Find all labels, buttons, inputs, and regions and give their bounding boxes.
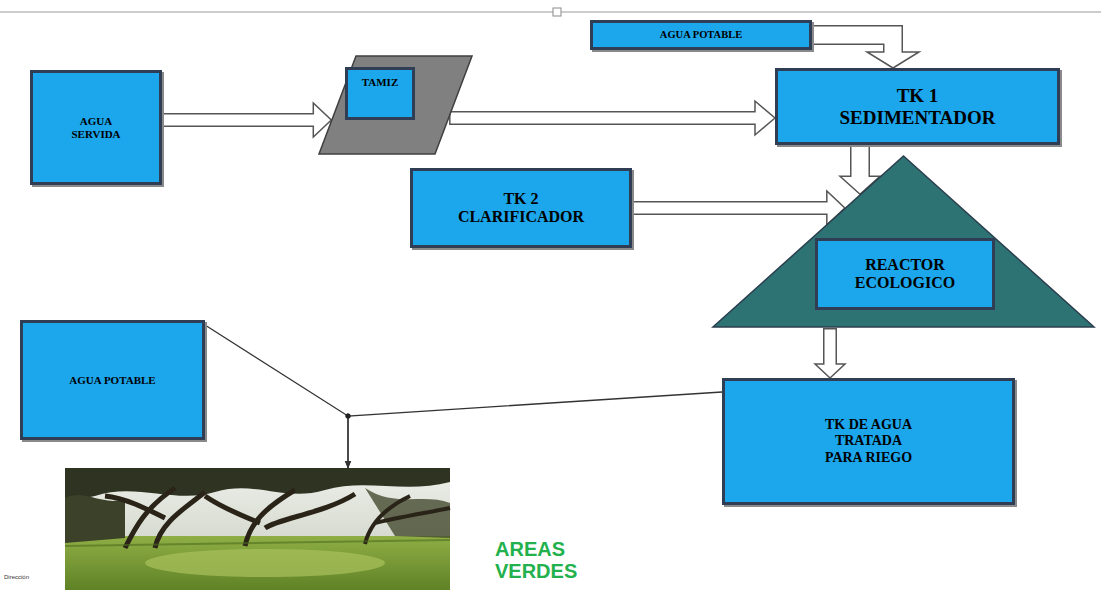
green-area-photo: AREAS VERDES xyxy=(65,468,450,590)
photo-sunlit-grass xyxy=(145,549,385,577)
junction-dot xyxy=(346,414,351,419)
photo-bush xyxy=(65,495,125,543)
park-photo xyxy=(65,468,450,590)
pipe-connector xyxy=(346,392,723,468)
photo-credit: Dirección xyxy=(4,574,29,580)
area-caption: AREAS VERDES xyxy=(495,538,590,582)
photo-grass xyxy=(65,536,450,590)
node-label: TK DE AGUA TRATADA PARA RIEGO xyxy=(817,417,921,465)
screen-shape xyxy=(319,56,472,154)
photo-trunk xyxy=(205,490,355,546)
supply-box: AGUA POTABLE xyxy=(590,20,812,50)
node-label: TAMIZ xyxy=(345,67,415,120)
flow-arrow xyxy=(449,101,775,135)
flow-arrow xyxy=(815,328,845,378)
arrow-shaft xyxy=(825,330,836,367)
photo-horizon xyxy=(65,540,450,546)
arrow-head xyxy=(867,52,919,68)
arrow-shaft xyxy=(451,113,757,124)
supply-box: AGUA POTABLE xyxy=(20,320,205,440)
pipe-line xyxy=(205,325,348,468)
pipe-line xyxy=(348,392,722,468)
flow-arrow xyxy=(632,191,845,225)
screen-parallelogram: TAMIZ xyxy=(318,55,473,155)
page-rule xyxy=(0,12,1101,13)
reactor-shape xyxy=(713,156,1094,327)
photo-canopy xyxy=(65,468,450,502)
node-label: REACTOR ECOLOGICO xyxy=(815,238,995,310)
tank-box: TK 2 CLARIFICADOR xyxy=(410,168,632,248)
tank-box: TK 1 SEDIMENTADOR xyxy=(775,68,1060,145)
photo-trunk xyxy=(365,496,450,544)
photo-trunk xyxy=(105,488,205,548)
arrow-shaft xyxy=(814,35,894,54)
input-box: AGUA SERVIDA xyxy=(30,70,162,185)
flow-arrow xyxy=(162,103,331,137)
photo-sky xyxy=(65,468,450,590)
arrow-shaft xyxy=(634,203,829,214)
arrow-shaft xyxy=(852,147,869,179)
tank-box: TK DE AGUA TRATADA PARA RIEGO xyxy=(722,378,1015,505)
node-label: AGUA POTABLE xyxy=(660,29,742,41)
reactor-triangle: REACTOR ECOLOGICO xyxy=(712,155,1095,328)
node-label: AGUA POTABLE xyxy=(69,374,155,387)
junction-dot xyxy=(346,414,351,419)
arrow-head xyxy=(815,364,845,378)
node-label: TK 1 SEDIMENTADOR xyxy=(830,85,1005,129)
node-label: AGUA SERVIDA xyxy=(63,115,129,140)
arrow-head xyxy=(755,101,775,135)
arrow-shaft xyxy=(164,115,316,126)
page-handle xyxy=(553,8,561,16)
node-label: TK 2 CLARIFICADOR xyxy=(449,190,594,227)
pipe-connector xyxy=(205,325,351,468)
flow-arrow xyxy=(812,35,919,68)
